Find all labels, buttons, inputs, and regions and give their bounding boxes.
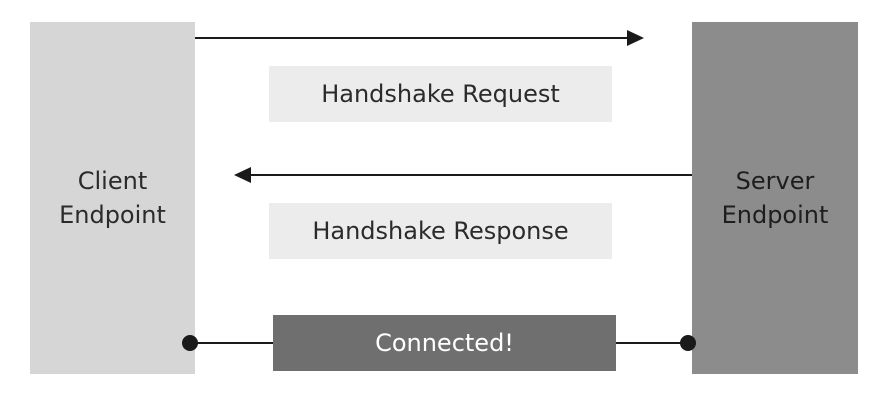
handshake-response-label: Handshake Response <box>312 217 569 245</box>
client-label-line1: Client <box>77 167 148 195</box>
connected-label: Connected! <box>375 329 514 357</box>
client-label-line2: Endpoint <box>59 201 166 229</box>
handshake-response-box: Handshake Response <box>269 203 612 259</box>
request-arrow-head <box>627 30 644 46</box>
handshake-request-box: Handshake Request <box>269 66 612 122</box>
server-endpoint-box: Server Endpoint <box>692 22 858 374</box>
server-endpoint-label: Server Endpoint <box>722 164 829 232</box>
handshake-request-label: Handshake Request <box>321 80 560 108</box>
connected-box: Connected! <box>273 315 616 371</box>
client-endpoint-box: Client Endpoint <box>30 22 195 374</box>
response-arrow-head <box>234 167 251 183</box>
client-endpoint-label: Client Endpoint <box>59 164 166 232</box>
server-label-line1: Server <box>735 167 815 195</box>
server-label-line2: Endpoint <box>721 201 829 229</box>
